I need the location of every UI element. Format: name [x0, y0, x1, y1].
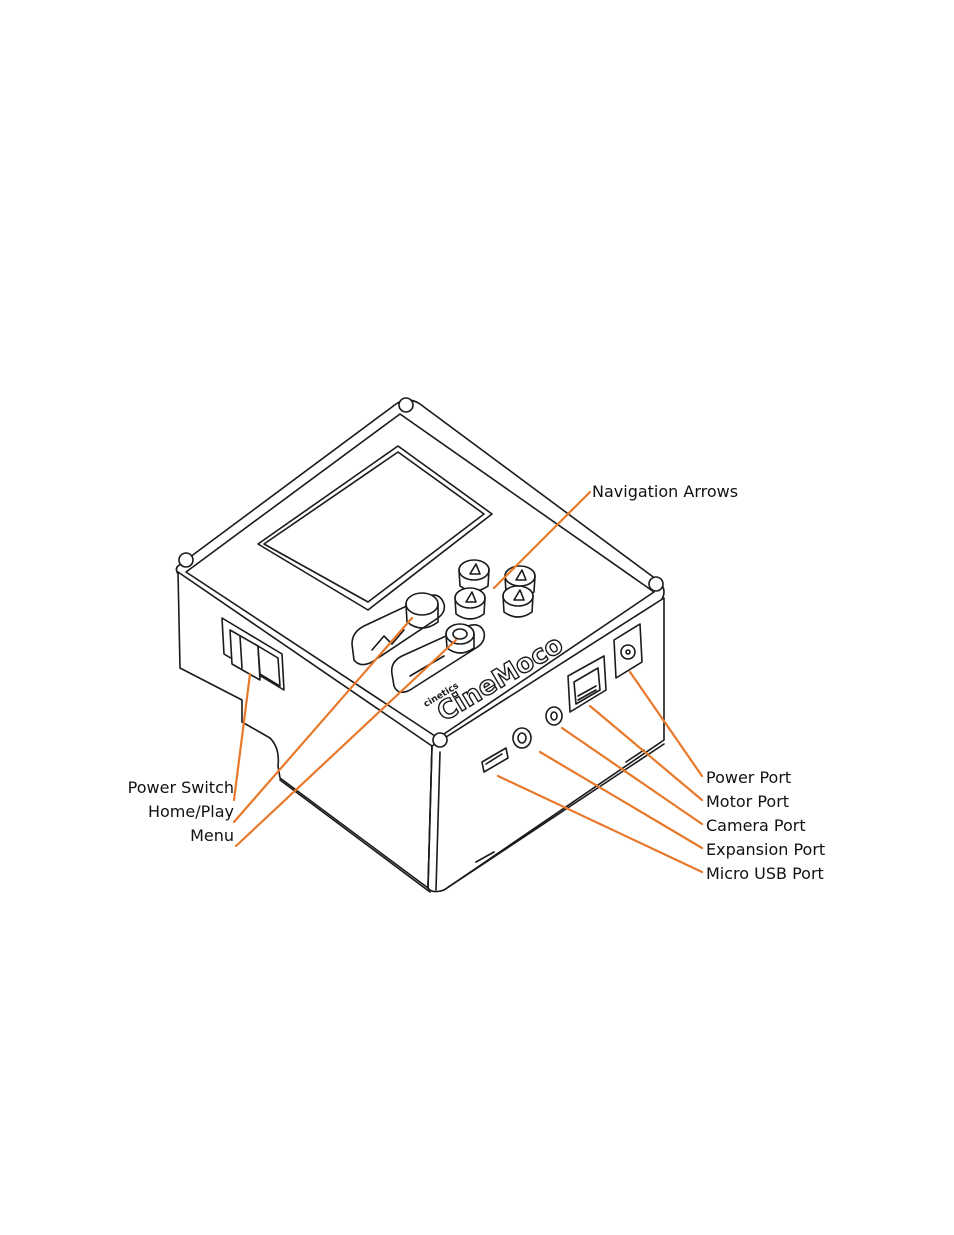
- label-power-switch: Power Switch: [128, 778, 234, 798]
- corner-screw: [399, 398, 413, 412]
- label-motor-port: Motor Port: [706, 792, 789, 812]
- corner-screw: [179, 553, 193, 567]
- label-micro-usb-port: Micro USB Port: [706, 864, 824, 884]
- label-menu: Menu: [190, 826, 234, 846]
- label-expansion-port: Expansion Port: [706, 840, 825, 860]
- label-power-port: Power Port: [706, 768, 791, 788]
- expansion-port[interactable]: [513, 728, 531, 748]
- corner-screw: [433, 733, 447, 747]
- label-camera-port: Camera Port: [706, 816, 806, 836]
- corner-screw: [649, 577, 663, 591]
- camera-port[interactable]: [546, 707, 562, 725]
- label-navigation-arrows: Navigation Arrows: [592, 482, 738, 502]
- label-home-play: Home/Play: [148, 802, 234, 822]
